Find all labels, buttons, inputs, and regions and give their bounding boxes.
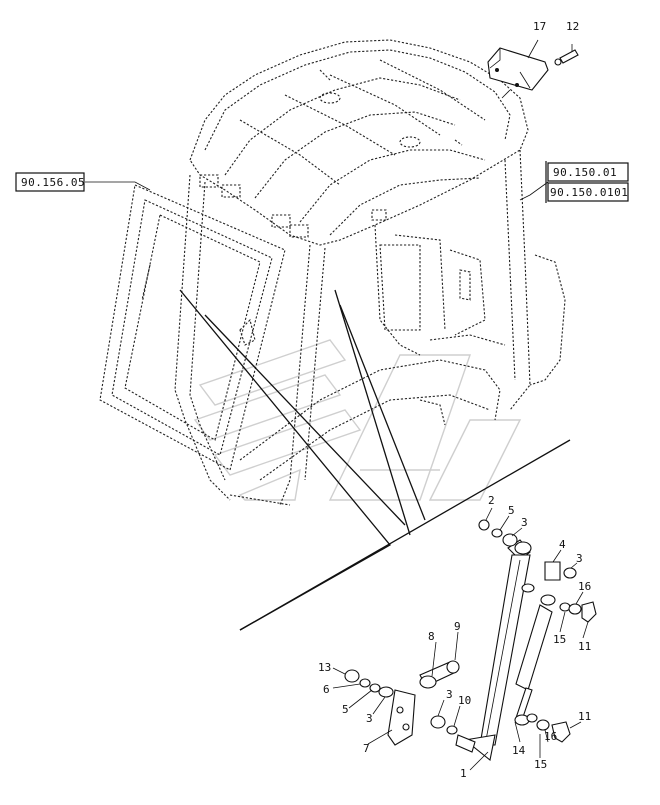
support-arm-part (463, 539, 535, 761)
callout-11a: 11 (578, 640, 591, 653)
callout-13: 13 (318, 661, 331, 674)
reference-box-left: 90.156.05 (15, 172, 85, 192)
callout-2: 2 (488, 494, 495, 507)
reference-label-left: 90.156.05 (21, 176, 85, 189)
callout-8: 8 (428, 630, 435, 643)
callout-3a: 3 (521, 516, 528, 529)
reference-box-right: 90.150.01 90.150.0101 (545, 161, 629, 203)
reference-leader-left (85, 181, 151, 191)
gas-strut-part (514, 594, 556, 726)
callout-5a: 5 (508, 504, 515, 517)
callout-7: 7 (363, 742, 370, 755)
leader-17 (527, 39, 539, 59)
reference-label-right-top: 90.150.01 (553, 166, 617, 179)
callout-11b: 11 (578, 710, 591, 723)
callout-3d: 3 (446, 688, 453, 701)
callout-1: 1 (460, 767, 467, 780)
callout-3c: 3 (366, 712, 373, 725)
callout-4: 4 (559, 538, 566, 551)
callout-16b: 16 (544, 730, 557, 743)
callout-14: 14 (512, 744, 526, 757)
bolt-part (554, 44, 579, 66)
cab-roof (189, 39, 529, 246)
callout-15a: 15 (553, 633, 566, 646)
hardware-parts (344, 519, 597, 753)
reference-leader-right (519, 181, 549, 201)
callout-6: 6 (323, 683, 330, 696)
bracket-part (487, 47, 549, 99)
reference-label-right-bottom: 90.150.0101 (550, 186, 628, 199)
callout-16a: 16 (578, 580, 591, 593)
door-frame (99, 184, 286, 471)
callout-labels: 17 12 2 5 3 4 3 16 15 11 8 9 13 6 5 3 3 … (318, 20, 591, 780)
assembly-location-lines (179, 289, 426, 631)
callout-3b: 3 (576, 552, 583, 565)
cab-body (174, 149, 566, 506)
callout-12: 12 (566, 20, 579, 33)
callout-10: 10 (458, 694, 471, 707)
callout-leaders (332, 507, 589, 771)
callout-5b: 5 (342, 703, 349, 716)
callout-15b: 15 (534, 758, 547, 771)
callout-17: 17 (533, 20, 546, 33)
watermark-logo (193, 339, 522, 501)
callout-9: 9 (454, 620, 461, 633)
